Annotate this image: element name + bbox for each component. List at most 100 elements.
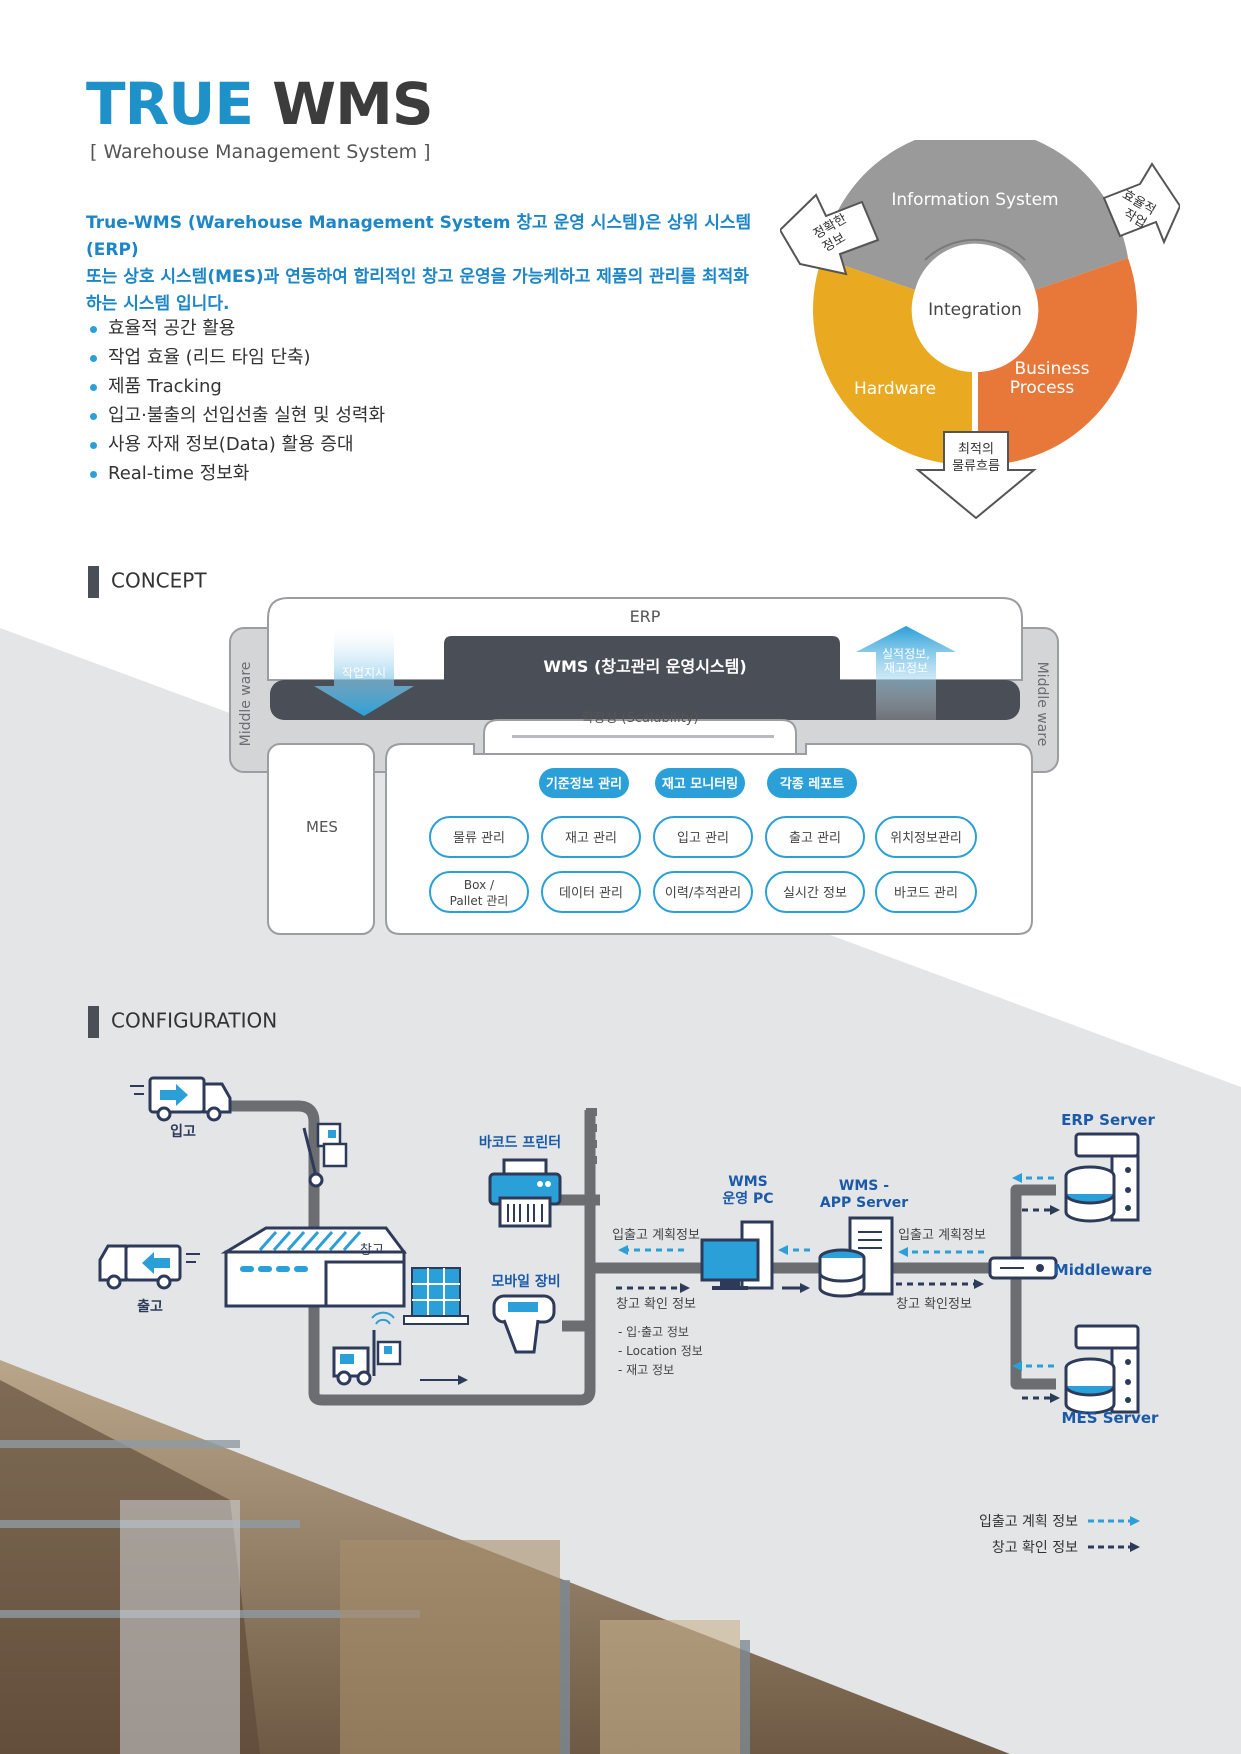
title-true: TRUE bbox=[86, 70, 254, 138]
pill-master-data: 기준정보 관리 bbox=[539, 768, 629, 798]
mes-server-icon bbox=[1064, 1324, 1140, 1415]
mes-label: MES bbox=[306, 818, 338, 836]
pallet-stack-icon bbox=[403, 1267, 469, 1325]
svg-text:기준정보 관리: 기준정보 관리 bbox=[546, 776, 622, 792]
plan-info-left-label: 입출고 계획정보 bbox=[612, 1228, 700, 1243]
intro-line-1: True-WMS (Warehouse Management System 창고… bbox=[86, 213, 752, 260]
plan-arrow-left bbox=[618, 1245, 684, 1255]
bullet-icon bbox=[90, 442, 97, 449]
module-logistics: 물류 관리 bbox=[429, 816, 529, 858]
middleware-left-label: Middle ware bbox=[238, 662, 254, 747]
mobile-device-label: 모바일 장비 bbox=[491, 1273, 560, 1290]
svg-text:각종 레포트: 각종 레포트 bbox=[780, 777, 844, 792]
barcode-printer-label: 바코드 프린터 bbox=[479, 1134, 561, 1151]
erp-confirm-arrow bbox=[1022, 1205, 1060, 1215]
result-label-1: 실적정보, bbox=[882, 647, 930, 661]
module-box-pallet: Box / Pallet 관리 bbox=[429, 871, 529, 913]
bullet-icon bbox=[90, 471, 97, 478]
module-history: 이력/추적관리 bbox=[653, 871, 753, 913]
middleware-device-icon bbox=[988, 1256, 1058, 1280]
svg-text:위치정보관리: 위치정보관리 bbox=[890, 831, 962, 846]
result-info-arrow bbox=[856, 626, 956, 720]
svg-text:물류 관리: 물류 관리 bbox=[453, 831, 505, 846]
app-server-icon bbox=[818, 1216, 894, 1298]
list-item: 제품 Tracking bbox=[86, 372, 385, 401]
legend-confirm-label: 창고 확인 정보 bbox=[992, 1540, 1078, 1556]
svg-text:재고 모니터링: 재고 모니터링 bbox=[662, 776, 738, 792]
list-item: 효율적 공간 활용 bbox=[86, 314, 385, 343]
arrow-label-bottom-2: 물류흐름 bbox=[952, 459, 1000, 474]
section-marker-icon bbox=[88, 566, 99, 598]
module-inventory: 재고 관리 bbox=[541, 816, 641, 858]
page-title: TRUE WMS bbox=[86, 70, 434, 138]
cycle-label-right-2: Process bbox=[1010, 378, 1075, 398]
wms-label: WMS (창고관리 운영시스템) bbox=[543, 657, 746, 676]
integration-cycle-diagram: Information System Integration Hardware … bbox=[780, 140, 1180, 520]
cycle-label-right-1: Business bbox=[1015, 359, 1090, 379]
forklift-icon bbox=[332, 1311, 402, 1386]
cycle-label-left: Hardware bbox=[854, 379, 936, 399]
erp-plan-arrow bbox=[1012, 1173, 1054, 1183]
mes-server-label: MES Server bbox=[1062, 1409, 1160, 1427]
mes-plan-arrow bbox=[1012, 1361, 1054, 1371]
mobile-scanner-icon bbox=[492, 1294, 556, 1354]
configuration-heading: CONFIGURATION bbox=[88, 1006, 277, 1038]
hand-truck-icon bbox=[302, 1122, 348, 1188]
list-item: 사용 자재 정보(Data) 활용 증대 bbox=[86, 430, 385, 459]
middleware-right-label: Middle ware bbox=[1034, 662, 1050, 747]
list-item: Real-time 정보화 bbox=[86, 459, 385, 488]
cycle-label-center: Integration bbox=[928, 300, 1022, 320]
confirm-arrow-left bbox=[616, 1283, 690, 1293]
warehouse-photo bbox=[0, 1360, 1010, 1754]
confirm-left-label: 창고 확인 정보 bbox=[616, 1297, 696, 1312]
result-label-2: 재고정보 bbox=[884, 661, 928, 675]
module-realtime: 실시간 정보 bbox=[765, 871, 865, 913]
confirm-arrow-pc bbox=[782, 1283, 810, 1293]
svg-text:데이터 관리: 데이터 관리 bbox=[559, 886, 623, 901]
wms-pc-icon bbox=[700, 1220, 774, 1290]
list-item: 입고·불출의 선입선출 실현 및 성력화 bbox=[86, 401, 385, 430]
svg-text:바코드 관리: 바코드 관리 bbox=[894, 886, 958, 901]
mes-confirm-arrow bbox=[1022, 1393, 1060, 1403]
svg-text:이력/추적관리: 이력/추적관리 bbox=[665, 886, 741, 901]
barcode-printer-icon bbox=[488, 1158, 562, 1228]
module-data: 데이터 관리 bbox=[541, 871, 641, 913]
confirm-right-label: 창고 확인정보 bbox=[896, 1297, 972, 1312]
app-server-label-2: APP Server bbox=[820, 1195, 908, 1211]
wms-pc-label-1: WMS bbox=[728, 1174, 767, 1190]
bullet-icon bbox=[90, 384, 97, 391]
module-location: 위치정보관리 bbox=[875, 816, 977, 858]
arrow-label-bottom-1: 최적의 bbox=[958, 442, 994, 457]
warehouse-icon bbox=[220, 1226, 407, 1308]
intro-paragraph: True-WMS (Warehouse Management System 창고… bbox=[86, 210, 786, 318]
cycle-segment-hardware bbox=[812, 258, 972, 466]
intro-line-3: 하는 시스템 입니다. bbox=[86, 294, 230, 314]
work-order-label: 작업지시 bbox=[342, 666, 386, 680]
pill-reports: 각종 레포트 bbox=[767, 768, 857, 798]
plan-arrow-pc bbox=[778, 1245, 810, 1255]
title-wms: WMS bbox=[272, 70, 433, 138]
app-server-label-1: WMS - bbox=[839, 1178, 889, 1194]
concept-heading: CONCEPT bbox=[88, 566, 207, 598]
legend-plan-label: 입출고 계획 정보 bbox=[979, 1514, 1078, 1530]
wms-pc-label-2: 운영 PC bbox=[722, 1190, 773, 1207]
outbound-label: 출고 bbox=[137, 1298, 163, 1315]
inbound-label: 입고 bbox=[170, 1124, 196, 1140]
confirm-arrow-right bbox=[896, 1279, 984, 1289]
svg-text:Box /: Box / bbox=[464, 878, 495, 892]
detail-item: - 재고 정보 bbox=[618, 1363, 674, 1377]
cycle-segment-business bbox=[978, 258, 1138, 466]
erp-server-icon bbox=[1064, 1132, 1140, 1223]
svg-text:재고 관리: 재고 관리 bbox=[565, 831, 617, 846]
svg-text:입고 관리: 입고 관리 bbox=[677, 831, 729, 846]
cycle-segment-information bbox=[822, 140, 1128, 290]
module-barcode: 바코드 관리 bbox=[875, 871, 977, 913]
middleware-label: Middleware bbox=[1054, 1261, 1152, 1279]
warehouse-label: 창고 bbox=[360, 1243, 384, 1258]
outbound-truck-icon bbox=[98, 1244, 200, 1290]
erp-server-label: ERP Server bbox=[1061, 1111, 1155, 1129]
legend-plan-arrow-icon bbox=[1088, 1516, 1140, 1526]
forward-arrow-icon bbox=[420, 1375, 468, 1385]
module-inbound: 입고 관리 bbox=[653, 816, 753, 858]
concept-diagram: ERP WMS (창고관리 운영시스템) 작업지시 실적정보, 재고정보 Mid… bbox=[229, 597, 1059, 935]
